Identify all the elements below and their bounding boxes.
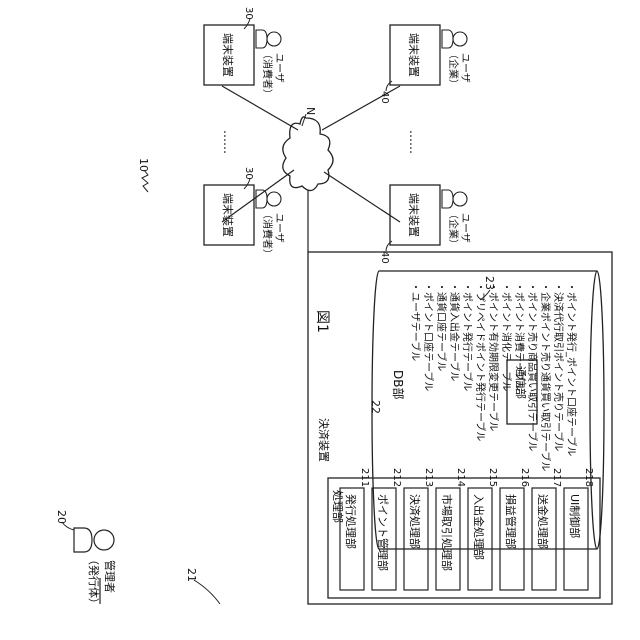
user-sub-label: （消費者） xyxy=(261,209,274,259)
terminal-ref: 30 xyxy=(243,7,254,20)
processing-section xyxy=(328,478,600,598)
unit-ref: 217 xyxy=(551,468,562,487)
db-table-item: ・ポイント有効期限変更テーブル xyxy=(487,282,500,431)
unit-label: 市場取引処理部 xyxy=(440,494,454,571)
settlement-ref-leader xyxy=(194,580,220,604)
db-table-item: ・決済代行取引ポイント売りテーブル xyxy=(552,282,565,451)
terminal-device-label: 端末装置 xyxy=(221,193,235,237)
processing-units: 発行処理部211 ポイント管理部212 決済処理部213 市場取引処理部214 入出金処… xyxy=(340,468,594,590)
terminal-ref: 30 xyxy=(243,167,254,180)
network-link-1 xyxy=(222,86,298,130)
unit-ref: 213 xyxy=(423,468,434,487)
terminal-ellipsis: …… xyxy=(407,130,421,154)
db-table-item: ・通貨入出金テーブル xyxy=(448,282,461,381)
admin-figure xyxy=(74,528,114,552)
user-head-icon xyxy=(453,32,467,46)
terminal-ref: 40 xyxy=(379,251,390,264)
user-body-icon xyxy=(256,190,267,208)
db-table-item: ・ポイント口座テーブル xyxy=(422,282,435,391)
settlement-ref: 21 xyxy=(185,568,198,582)
unit-label: 入出金処理部 xyxy=(472,494,486,560)
unit-ref: 216 xyxy=(519,468,530,487)
db-table-item: ・企業ポイント売り通貨買い取引テーブル xyxy=(539,282,552,471)
terminal-group: 端末装置ユーザ（消費者）30……端末装置ユーザ（消費者）30端末装置ユーザ（企業… xyxy=(204,7,471,264)
user-head-icon xyxy=(267,32,281,46)
user-label: ユーザ xyxy=(459,213,471,243)
unit-ref: 214 xyxy=(455,468,466,487)
terminal-device-label: 端末装置 xyxy=(407,193,421,237)
unit-ref: 218 xyxy=(583,468,594,487)
unit-ref: 212 xyxy=(391,468,402,487)
db-table-item: ・ポイント発行_ポイント口座テーブル xyxy=(565,282,578,456)
terminal-ref-leader xyxy=(386,81,392,91)
terminal-device-label: 端末装置 xyxy=(407,33,421,77)
db-table-list: ・ユーザテーブル・ポイント口座テーブル・通貨口座テーブル・通貨入出金テーブル・ポ… xyxy=(409,282,578,471)
db-table-item: ・ユーザテーブル xyxy=(409,282,422,361)
figure-label: 図1 xyxy=(314,310,330,333)
system-ref: 10 xyxy=(137,158,150,172)
db-table-item: ・通貨口座テーブル xyxy=(435,282,448,371)
user-body-icon xyxy=(442,30,453,48)
admin-body-icon xyxy=(74,528,92,552)
unit-label: 損益管理部 xyxy=(504,494,518,549)
user-sub-label: （企業） xyxy=(447,49,460,89)
db-title: DB部 xyxy=(391,370,406,399)
admin-ref: 20 xyxy=(55,510,68,524)
comm-unit-ref: 23 xyxy=(483,276,496,290)
user-label: ユーザ xyxy=(273,213,285,243)
unit-label: 送金処理部 xyxy=(536,494,550,549)
user-label: ユーザ xyxy=(459,53,471,83)
admin-name: 管理者 xyxy=(103,560,117,593)
terminal-ref: 40 xyxy=(379,91,390,104)
unit-label: 発行処理部 xyxy=(344,494,358,549)
terminal-unit: 端末装置 ユーザ（消費者） 30 xyxy=(204,167,285,259)
comm-unit-label: 通信部 xyxy=(514,366,528,399)
processing-title: 処理部 xyxy=(331,490,345,523)
user-sub-label: （企業） xyxy=(447,209,460,249)
terminal-ref-leader xyxy=(244,179,250,189)
admin-sub: （発行体） xyxy=(87,554,101,609)
db-ref: 22 xyxy=(369,400,382,414)
network-link-4 xyxy=(324,172,400,222)
user-sub-label: （消費者） xyxy=(261,49,274,99)
system-ref-leader xyxy=(142,170,148,192)
terminal-ref-leader xyxy=(244,19,250,29)
terminal-ref-leader xyxy=(386,241,392,251)
settlement-device-title: 決済装置 xyxy=(317,418,331,462)
user-label: ユーザ xyxy=(273,53,285,83)
terminal-ellipsis: …… xyxy=(221,130,235,154)
user-head-icon xyxy=(453,192,467,206)
user-head-icon xyxy=(267,192,281,206)
rotated-figure: 図1 10 決済装置 処理部 発行処理部211ポイント管理部212決済処理部21… xyxy=(55,7,612,609)
unit-label: UI制御部 xyxy=(568,494,582,538)
admin-head-icon xyxy=(94,530,114,550)
db-table-item: ・ポイント発行テーブル xyxy=(461,282,474,391)
unit-ref: 211 xyxy=(359,468,370,487)
terminal-device-label: 端末装置 xyxy=(221,33,235,77)
user-body-icon xyxy=(442,190,453,208)
unit-ref: 215 xyxy=(487,468,498,487)
terminal-unit: 端末装置 ユーザ（消費者） 30 …… xyxy=(204,7,285,154)
db-table-item: ・プリペイドポイント発行テーブル xyxy=(474,282,487,441)
unit-label: 決済処理部 xyxy=(408,494,422,549)
unit-label: ポイント管理部 xyxy=(376,494,390,571)
user-body-icon xyxy=(256,30,267,48)
